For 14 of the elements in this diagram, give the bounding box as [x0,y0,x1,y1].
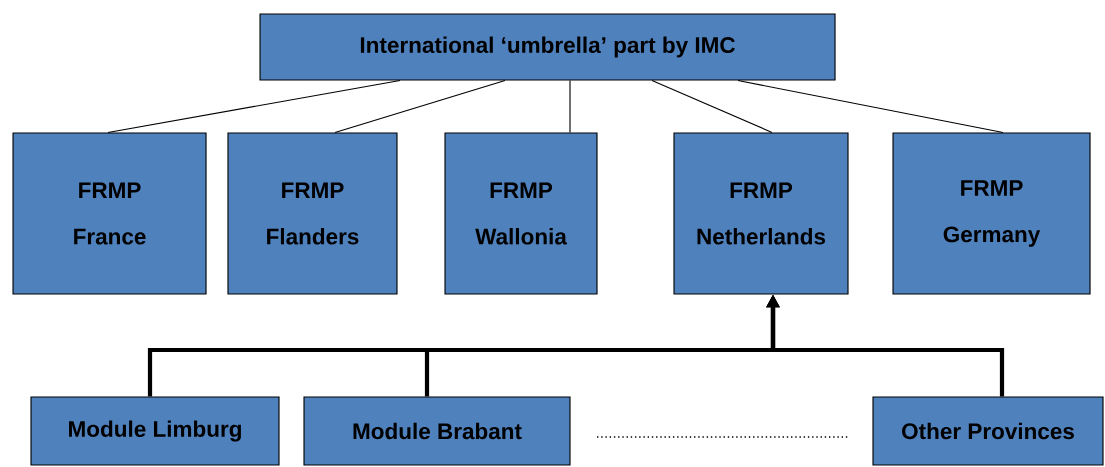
module-box: Module Limburg [30,396,280,466]
module-box: Other Provinces [872,396,1104,466]
connector-line [737,80,1004,133]
plan-box: FRMP Germany [892,132,1091,295]
plan-box: FRMP Netherlands [673,132,849,295]
plan-box: FRMP Flanders [227,132,398,295]
plan-box: FRMP Wallonia [444,132,598,295]
module-box: Module Brabant [303,396,571,466]
connector-line [651,80,773,133]
heading-box: International ‘umbrella’ part by IMC [259,13,836,81]
plan-box: FRMP France [12,132,207,295]
connector-line [334,80,506,133]
connector-line [107,80,401,133]
connector-line [569,80,571,133]
